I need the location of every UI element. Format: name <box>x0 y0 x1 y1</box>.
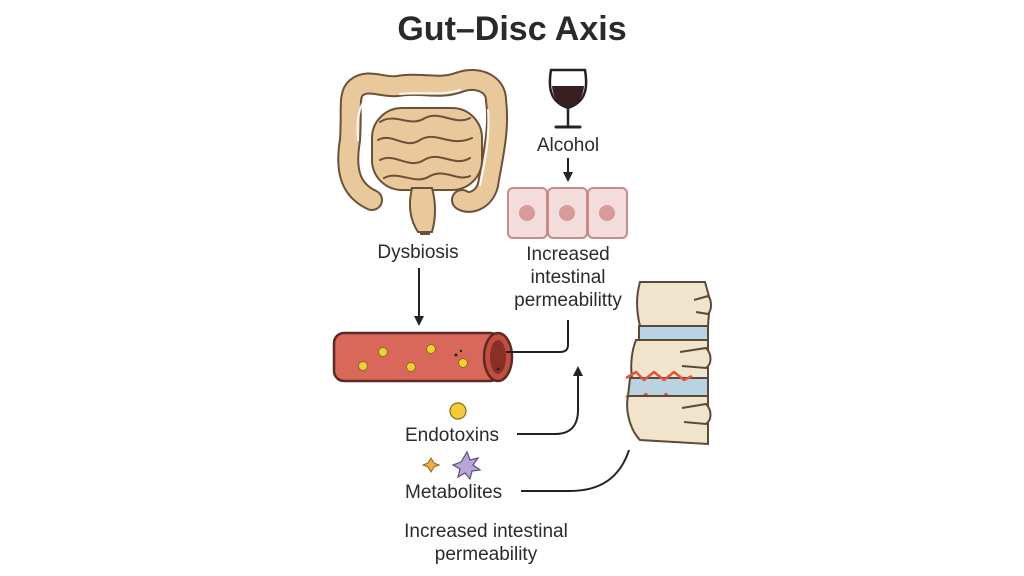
wine-glass-icon <box>548 68 588 129</box>
permeability-top-line-3: permeabilitty <box>514 290 622 311</box>
label-endotoxins: Endotoxins <box>405 425 500 446</box>
spine-disc-icon <box>625 281 712 446</box>
label-permeability-top: Increased intestinal permeabilitty <box>514 243 622 312</box>
connector-permeability-to-vessel <box>506 320 569 353</box>
intestine-icon <box>337 69 509 235</box>
label-alcohol: Alcohol <box>536 135 600 156</box>
blood-vessel-icon <box>332 331 514 383</box>
epithelial-cells-icon <box>507 187 628 239</box>
permeability-top-line-1: Increased <box>526 244 610 265</box>
label-metabolites: Metabolites <box>405 482 503 503</box>
connector-metabolites-to-spine <box>521 449 630 492</box>
permeability-bottom-line-2: permeability <box>434 544 538 565</box>
label-dysbiosis: Dysbiosis <box>377 242 459 263</box>
metabolite-star-icons <box>421 450 482 481</box>
label-permeability-bottom: Increased intestinal permeability <box>404 520 568 566</box>
endotoxin-dot-icon <box>449 402 467 420</box>
arrow-endotoxins-to-spine <box>517 366 583 435</box>
permeability-bottom-line-1: Increased intestinal <box>404 521 568 542</box>
diagram-title: Gut–Disc Axis <box>397 10 627 48</box>
permeability-top-line-2: intestinal <box>530 267 606 288</box>
